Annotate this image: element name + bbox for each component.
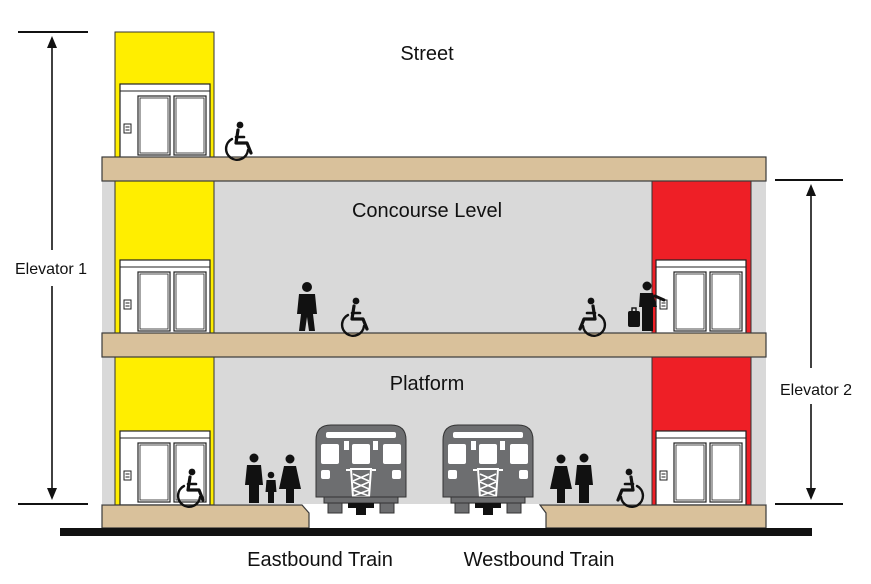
elevator-1-door-platform[interactable] xyxy=(119,430,211,506)
westbound-train-label: Westbound Train xyxy=(464,549,615,571)
rail-base xyxy=(60,528,812,536)
platform-floor-left xyxy=(101,504,310,529)
concourse-floor-slab xyxy=(101,332,767,358)
person-with-luggage-icon xyxy=(628,281,666,331)
westbound-train-front-icon xyxy=(442,424,534,516)
elevator-2-label: Elevator 2 xyxy=(780,382,852,399)
elevator-1-label: Elevator 1 xyxy=(15,261,87,278)
street-level-slab xyxy=(101,156,767,182)
person-walking-icon xyxy=(297,282,317,331)
elevator-2-dimension xyxy=(775,179,843,505)
elevator-2-door-concourse[interactable] xyxy=(655,259,747,335)
elevator-1-dimension xyxy=(18,31,88,505)
platform-floor-right xyxy=(538,504,767,529)
platform-label: Platform xyxy=(390,373,464,395)
elevator-1-door-street[interactable] xyxy=(119,83,211,159)
wheelchair-icon-street xyxy=(224,119,253,162)
street-label: Street xyxy=(400,43,454,65)
eastbound-train-front-icon xyxy=(315,424,407,516)
elevator-1-door-concourse[interactable] xyxy=(119,259,211,335)
eastbound-train-label: Eastbound Train xyxy=(247,549,393,571)
concourse-label: Concourse Level xyxy=(352,200,502,222)
elevator-2-door-platform[interactable] xyxy=(655,430,747,506)
